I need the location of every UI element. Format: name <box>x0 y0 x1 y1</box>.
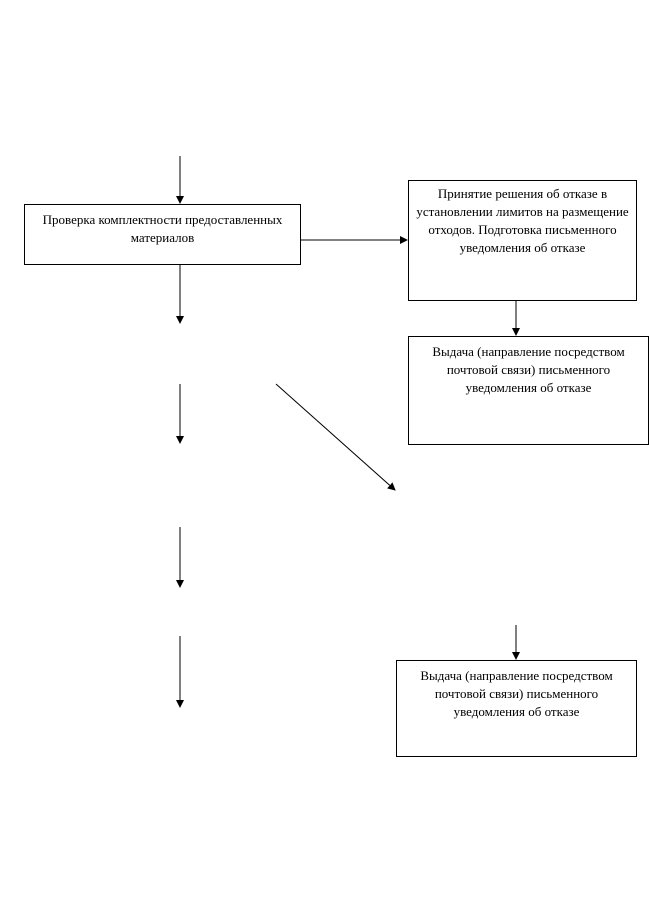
refusal-decision-box: Принятие решения об отказе в установлени… <box>408 180 637 301</box>
issue-notice-text-1: Выдача (направление посредством почтовой… <box>432 344 625 395</box>
check-completeness-box: Проверка комплектности предоставленных м… <box>24 204 301 265</box>
issue-notice-box-1: Выдача (направление посредством почтовой… <box>408 336 649 445</box>
issue-notice-text-2: Выдача (направление посредством почтовой… <box>420 668 613 719</box>
check-completeness-text: Проверка комплектности предоставленных м… <box>42 212 283 245</box>
refusal-decision-text: Принятие решения об отказе в установлени… <box>416 186 629 255</box>
issue-notice-box-2: Выдача (направление посредством почтовой… <box>396 660 637 757</box>
arrow-diagonal <box>275 383 396 491</box>
